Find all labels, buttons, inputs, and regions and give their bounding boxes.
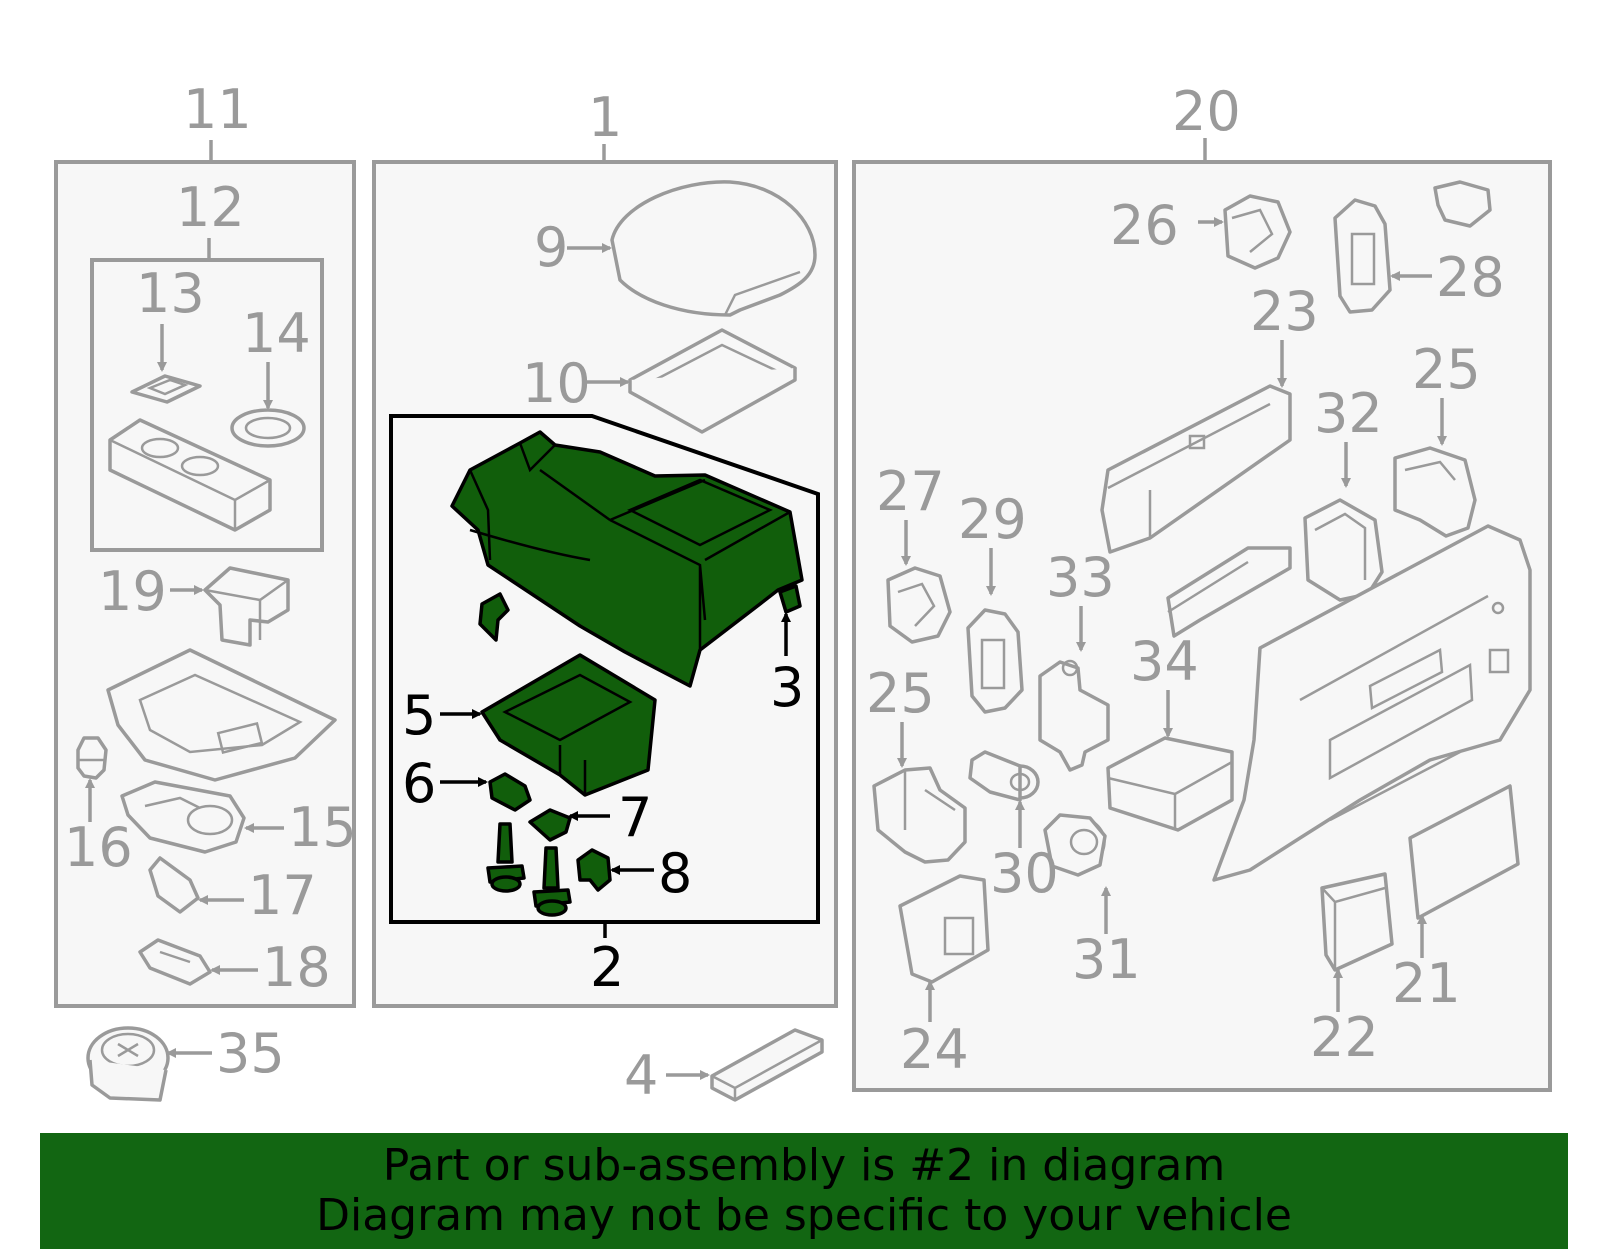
callout-11: 11 bbox=[183, 78, 252, 141]
part-8-clip[interactable] bbox=[576, 848, 612, 892]
part-25-switch-upper[interactable] bbox=[1393, 446, 1477, 538]
callout-2: 2 bbox=[590, 936, 624, 999]
part-6-clip[interactable] bbox=[488, 772, 532, 812]
part-13-pad[interactable] bbox=[130, 374, 202, 404]
part-20-top-switch[interactable] bbox=[1433, 180, 1492, 228]
callout-30: 30 bbox=[990, 842, 1059, 905]
callout-3: 3 bbox=[770, 656, 804, 719]
callout-17: 17 bbox=[248, 864, 317, 927]
part-27-switch[interactable] bbox=[886, 566, 952, 644]
part-22-switch[interactable] bbox=[1320, 872, 1394, 972]
callout-18: 18 bbox=[262, 936, 331, 999]
part-31-outlet[interactable] bbox=[1043, 813, 1107, 877]
part-23-bracket[interactable] bbox=[1166, 546, 1292, 638]
callout-1: 1 bbox=[588, 86, 622, 149]
group-box-12 bbox=[90, 258, 324, 552]
callout-19: 19 bbox=[98, 560, 167, 623]
callout-21: 21 bbox=[1392, 952, 1461, 1015]
part-23-panel[interactable] bbox=[1100, 384, 1292, 554]
part-2-console-body[interactable] bbox=[450, 430, 804, 688]
callout-9: 9 bbox=[534, 216, 568, 279]
part-29-switch[interactable] bbox=[966, 608, 1024, 714]
callout-20: 20 bbox=[1172, 80, 1241, 143]
callout-23: 23 bbox=[1250, 280, 1319, 343]
part-10-lid-frame[interactable] bbox=[628, 328, 797, 434]
callout-4: 4 bbox=[624, 1044, 658, 1107]
callout-35: 35 bbox=[216, 1022, 285, 1085]
part-20-dash-panel[interactable] bbox=[1212, 524, 1532, 882]
callout-8: 8 bbox=[658, 842, 692, 905]
part-15-bezel[interactable] bbox=[120, 780, 246, 854]
callout-34: 34 bbox=[1130, 630, 1199, 693]
part-9-armrest-lid[interactable] bbox=[610, 180, 817, 317]
part-33-socket[interactable] bbox=[1038, 659, 1110, 772]
callout-25-upper: 25 bbox=[1412, 338, 1481, 401]
part-7-clip[interactable] bbox=[528, 808, 572, 842]
callout-16: 16 bbox=[64, 816, 133, 879]
callout-5: 5 bbox=[402, 684, 436, 747]
part-2-small-clip[interactable] bbox=[478, 592, 510, 642]
part-5-bin[interactable] bbox=[480, 653, 657, 797]
part-4-rail[interactable] bbox=[710, 1028, 824, 1102]
callout-22: 22 bbox=[1310, 1006, 1379, 1069]
part-35-speaker[interactable] bbox=[86, 1026, 170, 1102]
callout-24: 24 bbox=[900, 1018, 969, 1081]
part-11-lower-cover[interactable] bbox=[106, 648, 337, 782]
callout-14: 14 bbox=[242, 302, 311, 365]
callout-31: 31 bbox=[1072, 928, 1141, 991]
part-2-screw-b[interactable] bbox=[532, 846, 572, 917]
part-3-clip[interactable] bbox=[778, 584, 802, 614]
callout-7: 7 bbox=[618, 786, 652, 849]
callout-6: 6 bbox=[402, 752, 436, 815]
notice-banner: Part or sub-assembly is #2 in diagram Di… bbox=[40, 1133, 1568, 1249]
group-box-11 bbox=[54, 160, 356, 1008]
callout-28: 28 bbox=[1436, 246, 1505, 309]
callout-13: 13 bbox=[136, 262, 205, 325]
part-19-bracket[interactable] bbox=[203, 566, 290, 647]
callout-10: 10 bbox=[522, 352, 591, 415]
part-16-knob[interactable] bbox=[76, 736, 108, 780]
notice-line-part: Part or sub-assembly is #2 in diagram bbox=[382, 1140, 1226, 1191]
part-14-ring[interactable] bbox=[230, 408, 306, 448]
callout-15: 15 bbox=[288, 796, 357, 859]
callout-33: 33 bbox=[1046, 546, 1115, 609]
callout-26: 26 bbox=[1110, 194, 1179, 257]
part-25-switch-lower[interactable] bbox=[872, 766, 967, 864]
notice-line-disclaimer: Diagram may not be specific to your vehi… bbox=[316, 1190, 1292, 1241]
callout-32: 32 bbox=[1314, 382, 1383, 445]
part-32-module[interactable] bbox=[1303, 498, 1384, 602]
part-24-switch-panel[interactable] bbox=[898, 874, 990, 984]
part-21-trim-plate[interactable] bbox=[1408, 784, 1520, 920]
part-34-module[interactable] bbox=[1106, 736, 1234, 832]
callout-12: 12 bbox=[176, 176, 245, 239]
callout-27: 27 bbox=[876, 460, 945, 523]
part-28-switch[interactable] bbox=[1333, 198, 1392, 314]
callout-25-lower: 25 bbox=[866, 662, 935, 725]
part-26-switch[interactable] bbox=[1223, 194, 1292, 270]
callout-29: 29 bbox=[958, 488, 1027, 551]
part-12-tray[interactable] bbox=[108, 418, 272, 532]
part-2-screw-a[interactable] bbox=[486, 822, 526, 893]
